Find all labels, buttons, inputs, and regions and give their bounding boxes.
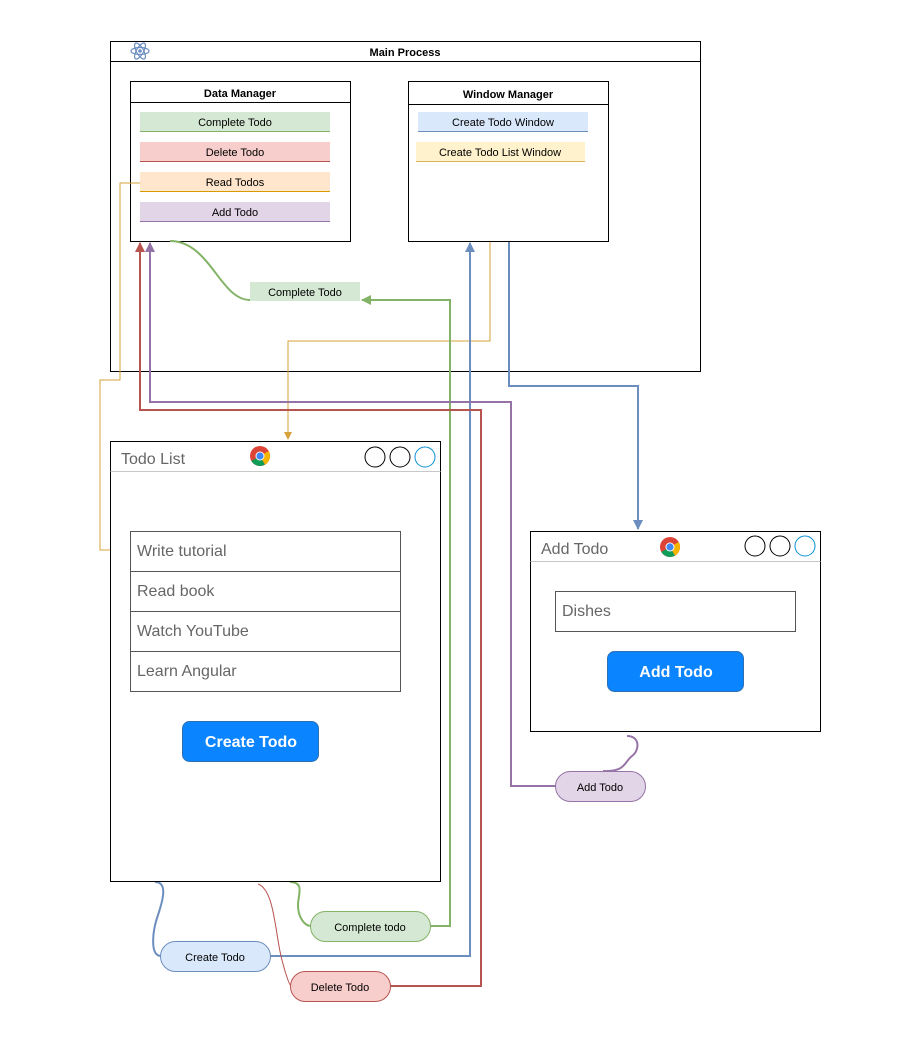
- create-todo-connector: [270, 242, 475, 957]
- list-item[interactable]: Read book: [137, 583, 215, 600]
- svg-text:Complete Todo: Complete Todo: [268, 287, 342, 299]
- todo-list: Write tutorial Read book Watch YouTube L…: [130, 531, 401, 692]
- add-todo-connector: [145, 242, 556, 787]
- todo-list-window-title: Todo List: [121, 451, 186, 468]
- svg-text:Create Todo: Create Todo: [205, 734, 297, 751]
- window-button-minimize[interactable]: [364, 446, 386, 468]
- complete-todo-message-pill: Complete todo: [310, 911, 431, 942]
- add-todo-tail: [602, 735, 639, 773]
- wm-create-todo-list-window: Create Todo List Window: [439, 147, 561, 159]
- window-manager-box: Window Manager Create Todo Window Create…: [408, 81, 609, 242]
- svg-text:Create Todo: Create Todo: [185, 952, 245, 964]
- react-atom-icon: [130, 42, 150, 60]
- svg-text:Add Todo: Add Todo: [577, 782, 623, 794]
- create-todo-tail: [152, 881, 165, 957]
- complete-todo-to-dm-curve: [169, 240, 251, 301]
- dm-add-todo: Add Todo: [212, 207, 258, 219]
- window-button-close[interactable]: [794, 535, 816, 557]
- svg-text:Complete todo: Complete todo: [334, 922, 406, 934]
- todo-list-window: Todo List Write tutorial Read book Watch…: [110, 441, 441, 882]
- window-button-maximize[interactable]: [389, 446, 411, 468]
- todo-input-field[interactable]: Dishes: [555, 591, 796, 632]
- delete-todo-message-pill: Delete Todo: [290, 971, 391, 1002]
- window-button-close[interactable]: [414, 446, 436, 468]
- svg-text:Delete Todo: Delete Todo: [311, 982, 370, 994]
- create-todo-button[interactable]: Create Todo: [182, 721, 319, 762]
- complete-todo-message-label: Complete Todo: [250, 282, 360, 301]
- complete-todo-connector: [361, 295, 451, 927]
- main-process-title: Main Process: [370, 47, 441, 59]
- dm-delete-todo: Delete Todo: [206, 147, 265, 159]
- add-todo-message-pill: Add Todo: [555, 771, 646, 802]
- add-todo-window: Add Todo Dishes Add Todo: [530, 531, 821, 732]
- dm-complete-todo: Complete Todo: [198, 117, 272, 129]
- read-todos-connector: [99, 182, 140, 554]
- list-item[interactable]: Learn Angular: [137, 663, 237, 680]
- list-item[interactable]: Write tutorial: [137, 543, 227, 560]
- svg-text:Dishes: Dishes: [562, 603, 611, 620]
- wm-create-todo-window: Create Todo Window: [452, 117, 554, 129]
- add-todo-window-title: Add Todo: [541, 541, 608, 558]
- chrome-icon: [660, 537, 680, 557]
- create-todo-window-connector: [508, 242, 643, 530]
- window-manager-title: Window Manager: [463, 89, 554, 101]
- create-list-window-connector: [284, 242, 491, 440]
- data-manager-box: Data Manager Complete Todo Delete Todo R…: [130, 81, 351, 242]
- data-manager-title: Data Manager: [204, 88, 277, 100]
- window-button-minimize[interactable]: [744, 535, 766, 557]
- create-todo-message-pill: Create Todo: [160, 941, 271, 972]
- dm-read-todos: Read Todos: [206, 177, 265, 189]
- svg-text:Add Todo: Add Todo: [639, 664, 713, 681]
- window-button-maximize[interactable]: [769, 535, 791, 557]
- delete-todo-tail: [257, 883, 292, 987]
- list-item[interactable]: Watch YouTube: [137, 623, 249, 640]
- complete-todo-tail: [289, 881, 312, 927]
- add-todo-button[interactable]: Add Todo: [607, 651, 744, 692]
- delete-todo-connector: [135, 242, 482, 987]
- chrome-icon: [250, 446, 270, 466]
